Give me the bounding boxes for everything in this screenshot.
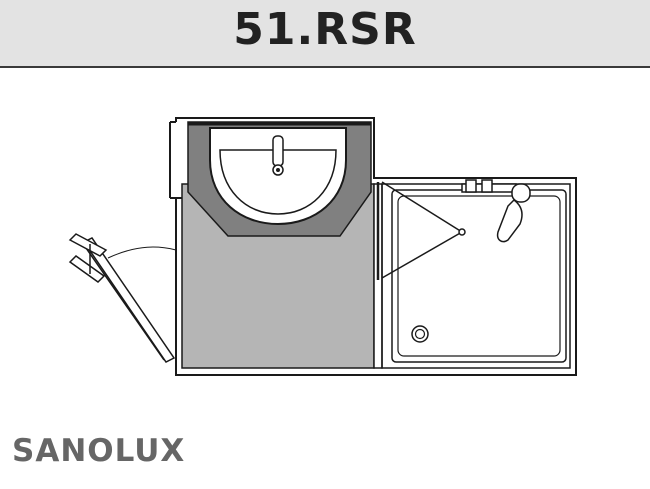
washbasin [209,127,347,226]
header-bar: 51.RSR [0,0,650,68]
entrance-door [68,198,177,363]
sanolux-logo: SANOLUX [12,433,186,469]
shower-mixer [461,179,531,243]
shower-tray [381,183,571,369]
folding-shower-door [376,181,466,280]
door-handle-icon [68,233,108,283]
drain-icon [411,325,429,343]
faucet-icon [272,135,284,167]
model-code-title: 51.RSR [233,4,417,55]
